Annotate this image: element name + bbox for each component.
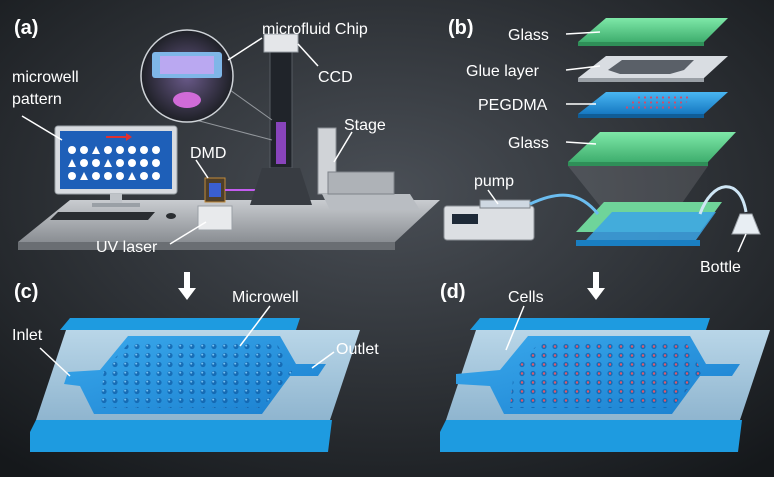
pump-display (452, 214, 478, 224)
panel-label-c: (c) (14, 281, 38, 303)
panel-d: (d) Cells (440, 281, 770, 452)
outlet-tube (698, 185, 748, 215)
mouse (166, 213, 176, 219)
monitor-screen (60, 131, 172, 189)
label-uv-laser: UV laser (96, 239, 158, 256)
label-pegdma: PEGDMA (478, 97, 548, 114)
leader-glue (565, 65, 601, 71)
glue-layer-hole (608, 60, 694, 74)
leader-pattern (21, 115, 63, 141)
label-ccd: CCD (318, 69, 353, 86)
assembled-chip-blue (586, 212, 716, 240)
chip-d-top-bar (470, 318, 710, 330)
leader-glass-top (565, 31, 601, 35)
chip-d-cells (510, 342, 702, 408)
assembled-chip-edge (576, 240, 700, 246)
label-bottle: Bottle (700, 259, 741, 276)
label-microfluid-chip: microfluid Chip (262, 21, 368, 38)
panel-c: (c) Inlet Microwell Outlet (12, 281, 379, 452)
uv-glow (276, 122, 286, 164)
label-stage: Stage (344, 117, 386, 134)
label-inlet: Inlet (12, 327, 43, 344)
ccd-camera (263, 33, 299, 53)
label-glass-top: Glass (508, 27, 549, 44)
chip-c-top-bar (60, 318, 300, 330)
stage-block (327, 171, 395, 195)
microscope-base (250, 168, 312, 205)
pump-syringe (479, 199, 531, 209)
leader-pump (487, 189, 499, 205)
panel-label-d: (d) (440, 281, 466, 303)
label-glass-bottom: Glass (508, 135, 549, 152)
label-dmd: DMD (190, 145, 226, 162)
monitor-base (92, 203, 140, 207)
leader-stage (333, 131, 353, 163)
down-arrow-left (178, 272, 196, 300)
chip-c-wells (100, 342, 292, 408)
label-microwell: Microwell (232, 289, 299, 306)
panel-label-a: (a) (14, 17, 38, 39)
bottle (731, 213, 761, 235)
microwell-pattern-shapes (68, 146, 160, 180)
chip-d-bottom-bar (440, 420, 742, 452)
label-outlet: Outlet (336, 341, 379, 358)
label-pump: pump (474, 173, 514, 190)
zoom-objective (173, 92, 201, 108)
assembly-cone (568, 166, 708, 206)
red-arrow-head (126, 133, 132, 141)
panel-a: (a) microfluid Chip CCD microwell patter… (12, 17, 440, 256)
leader-ccd (297, 43, 319, 67)
glass-bottom-edge (568, 162, 708, 166)
uv-laser (197, 205, 233, 231)
zoom-chip-glow (160, 56, 214, 74)
leader-chip (227, 37, 263, 61)
down-arrow-right (587, 272, 605, 300)
glue-layer-edge (578, 78, 704, 82)
label-microwell-2: pattern (12, 91, 62, 108)
monitor-stand (110, 194, 122, 204)
pegdma-edge (578, 114, 704, 118)
leader-glass-bottom (565, 141, 597, 145)
glass-bottom-layer (568, 132, 736, 162)
stage-platform (322, 194, 420, 210)
zoom-line-2 (187, 117, 273, 141)
label-microwell-1: microwell (12, 69, 79, 86)
leader-inlet (39, 347, 71, 377)
inlet-tube (529, 193, 600, 215)
glass-top-edge (578, 42, 704, 46)
leader-cells (505, 305, 525, 351)
leader-uv (169, 221, 207, 245)
chip-c-bottom-bar (30, 420, 332, 452)
pegdma-dots (622, 96, 692, 110)
panel-b: (b) Glass Glue layer PEGDMA Glass pump B… (443, 17, 761, 276)
optical-table-edge (18, 242, 395, 250)
dmd-chip (209, 183, 221, 197)
leader-bottle (737, 233, 747, 253)
leader-dmd (195, 159, 209, 179)
label-cells: Cells (508, 289, 544, 306)
panel-label-b: (b) (448, 17, 474, 39)
keyboard (50, 212, 155, 220)
glass-top-layer (578, 18, 728, 42)
leader-microwell (239, 305, 271, 347)
leader-outlet (311, 351, 335, 369)
label-glue-layer: Glue layer (466, 63, 540, 80)
